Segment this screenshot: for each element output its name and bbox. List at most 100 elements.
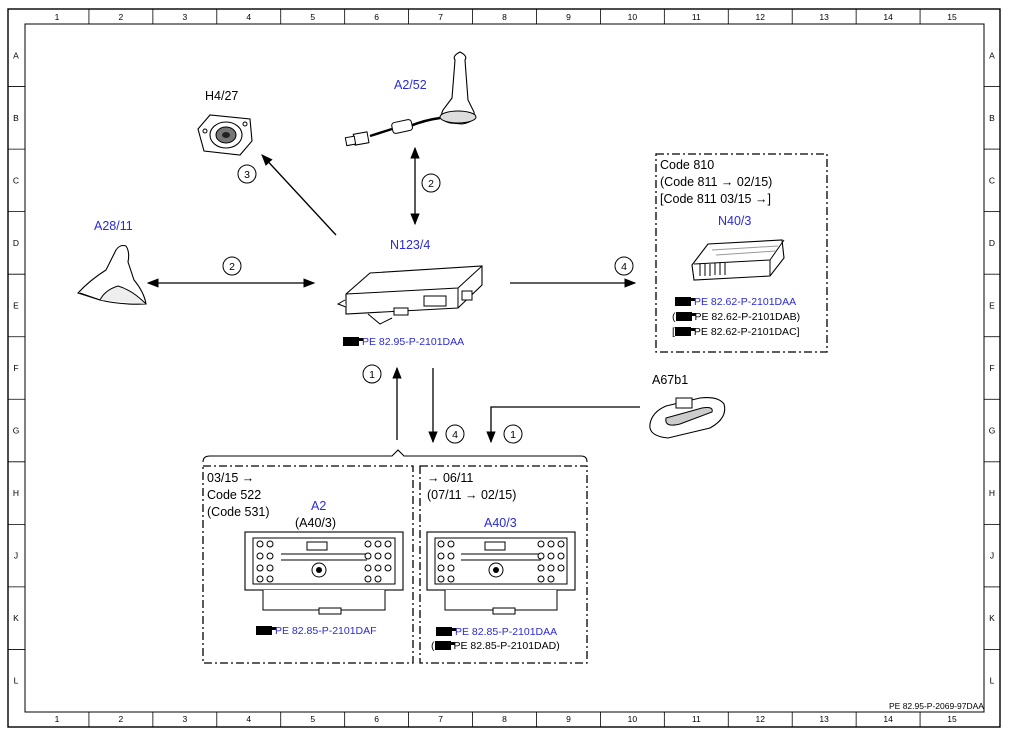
- grid-col-label-bottom: 15: [947, 714, 957, 724]
- grid-col-label-bottom: 3: [182, 714, 187, 724]
- pointing-hand-icon: [256, 625, 276, 635]
- grid-col-label-bottom: 11: [692, 714, 701, 724]
- box-n40: [655, 153, 828, 353]
- grid-row-label-left: A: [13, 50, 19, 60]
- radio-unit-a2-icon: [244, 531, 404, 615]
- grid-row-label-left: J: [14, 551, 18, 561]
- grid-col-label-top: 1: [55, 12, 60, 22]
- a2-code-line-1: 03/15 →: [207, 471, 255, 485]
- n40-ref-3-prefix: [: [672, 326, 675, 338]
- n40-code-line-1: Code 810: [660, 158, 715, 172]
- grid-row-label-left: K: [13, 613, 19, 623]
- h4-27-label: H4/27: [205, 89, 239, 103]
- pointing-hand-icon: [343, 336, 363, 346]
- grid-row-label-right: A: [989, 50, 995, 60]
- n40-ref-3-text: PE 82.62-P-2101DAC]: [693, 326, 800, 338]
- svg-text:4: 4: [621, 261, 627, 273]
- arrow-n123-h4: [261, 154, 337, 236]
- outer-frame: [7, 8, 1001, 728]
- pointing-hand-icon: [436, 626, 456, 636]
- grid-col-label-bottom: 10: [628, 714, 638, 724]
- conn-n123-h4-badge: 3: [237, 164, 257, 184]
- conn-a67-to-a40-badge: 1: [503, 424, 523, 444]
- grid-row-label-left: C: [13, 175, 19, 185]
- grid-row-label-right: G: [989, 426, 996, 436]
- box-a40: [419, 465, 588, 664]
- n40-ref-2[interactable]: (PE 82.62-P-2101DAB): [672, 311, 800, 324]
- n40-ref-1[interactable]: PE 82.62-P-2101DAA: [675, 296, 796, 309]
- grid-ticks: 1122334455667788991010111112121313141415…: [8, 9, 1000, 727]
- pointing-hand-icon: [675, 311, 696, 321]
- a40-code-line-1: → 06/11: [427, 471, 474, 485]
- a2-ref-text: PE 82.85-P-2101DAF: [275, 625, 377, 637]
- n123-4-ref-text: PE 82.95-P-2101DAA: [362, 336, 465, 348]
- svg-text:1: 1: [510, 429, 516, 441]
- n40-ref-3[interactable]: [ PE 82.62-P-2101DAC]: [672, 326, 800, 339]
- svg-text:4: 4: [452, 429, 458, 441]
- amplifier-icon: [691, 239, 785, 281]
- svg-text:2: 2: [428, 178, 434, 190]
- grid-col-label-top: 5: [310, 12, 315, 22]
- grid-col-label-top: 10: [628, 12, 638, 22]
- a2-52-label: A2/52: [394, 78, 427, 92]
- n40-code-line-2: (Code 811 → 02/15): [660, 175, 773, 189]
- group-bracket: [202, 449, 588, 463]
- grid-row-label-right: B: [989, 113, 995, 123]
- grid-col-label-bottom: 14: [883, 714, 893, 724]
- grid-col-label-top: 15: [947, 12, 957, 22]
- grid-col-label-bottom: 2: [119, 714, 124, 724]
- control-unit-icon: [336, 265, 483, 325]
- n40-code-line-3: [Code 811 03/15 →]: [660, 192, 771, 206]
- roof-antenna-icon: [77, 244, 147, 305]
- grid-row-label-left: G: [13, 426, 20, 436]
- grid-row-label-left: L: [14, 676, 19, 686]
- a40-ref-2[interactable]: (PE 82.85-P-2101DAD): [431, 640, 560, 653]
- pointing-hand-icon: [674, 326, 695, 336]
- grid-col-label-top: 2: [119, 12, 124, 22]
- grid-col-label-top: 9: [566, 12, 571, 22]
- grid-row-label-right: E: [989, 300, 995, 310]
- grid-col-label-top: 8: [502, 12, 507, 22]
- inner-frame: [24, 23, 985, 713]
- conn-a2-to-n123-badge: 1: [362, 364, 382, 384]
- grid-col-label-top: 14: [883, 12, 893, 22]
- conn-n123-n40-badge: 4: [614, 256, 634, 276]
- a28-11-label: A28/11: [94, 219, 133, 233]
- radio-unit-a40-icon: [426, 531, 576, 615]
- grid-row-label-right: F: [989, 363, 994, 373]
- grid-col-label-top: 3: [182, 12, 187, 22]
- a67b1-label: A67b1: [652, 373, 689, 387]
- grid-col-label-bottom: 7: [438, 714, 443, 724]
- n40-3-label: N40/3: [718, 214, 752, 228]
- a40-ref-1[interactable]: PE 82.85-P-2101DAA: [436, 626, 557, 639]
- grid-row-label-right: C: [989, 175, 995, 185]
- antenna-icon: [344, 51, 477, 147]
- grid-row-label-left: H: [13, 488, 19, 498]
- grid-row-label-right: H: [989, 488, 995, 498]
- grid-col-label-bottom: 13: [819, 714, 829, 724]
- a40-ref-2-prefix: (: [431, 640, 435, 652]
- grid-col-label-top: 12: [755, 12, 765, 22]
- grid-col-label-bottom: 4: [246, 714, 251, 724]
- conn-n123-to-a2-badge: 4: [445, 424, 465, 444]
- a2-code-line-3: (Code 531): [207, 505, 270, 519]
- grid-row-label-left: D: [13, 238, 19, 248]
- grid-col-label-top: 7: [438, 12, 443, 22]
- grid-row-label-right: D: [989, 238, 995, 248]
- a2-ref[interactable]: PE 82.85-P-2101DAF: [256, 625, 377, 638]
- document-id: PE 82.95-P-2069-97DAA: [889, 701, 984, 711]
- grid-col-label-bottom: 8: [502, 714, 507, 724]
- grid-col-label-top: 13: [819, 12, 829, 22]
- grid-row-label-left: E: [13, 300, 19, 310]
- grid-row-label-left: B: [13, 113, 19, 123]
- camera-module-icon: [649, 397, 726, 439]
- svg-text:3: 3: [244, 169, 250, 181]
- grid-col-label-top: 6: [374, 12, 379, 22]
- a40-3-label: A40/3: [484, 516, 517, 530]
- svg-text:2: 2: [229, 261, 235, 273]
- a2-code-line-2: Code 522: [207, 488, 262, 502]
- a40-ref-1-text: PE 82.85-P-2101DAA: [455, 626, 558, 638]
- n123-4-ref[interactable]: PE 82.95-P-2101DAA: [343, 336, 464, 349]
